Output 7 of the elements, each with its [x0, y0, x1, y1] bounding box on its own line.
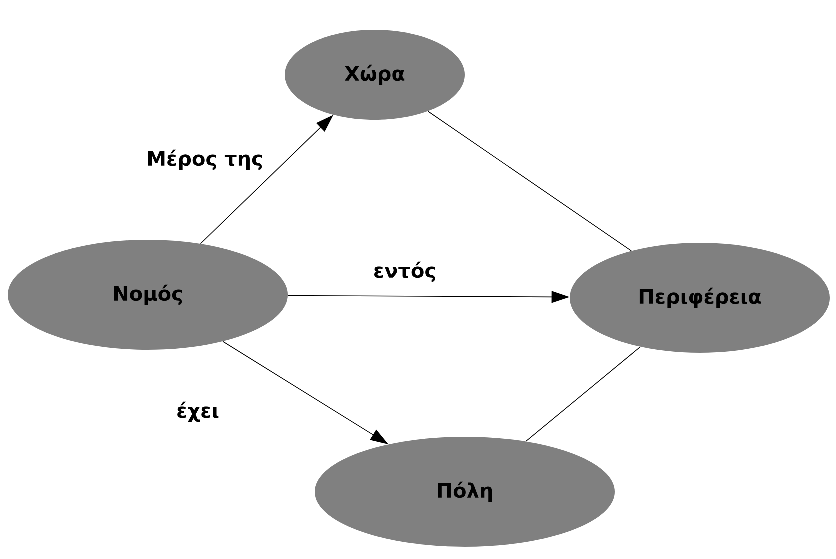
- edge-label: Μέρος της: [144, 148, 266, 172]
- edge-label: έχει: [174, 400, 222, 424]
- ellipse-node: Πόλη: [315, 436, 615, 547]
- ellipse-node: Περιφέρεια: [570, 243, 830, 353]
- edge-label: εντός: [371, 260, 439, 284]
- ellipse-node: Νομός: [8, 240, 288, 350]
- ellipse-node: Χώρα: [285, 30, 465, 120]
